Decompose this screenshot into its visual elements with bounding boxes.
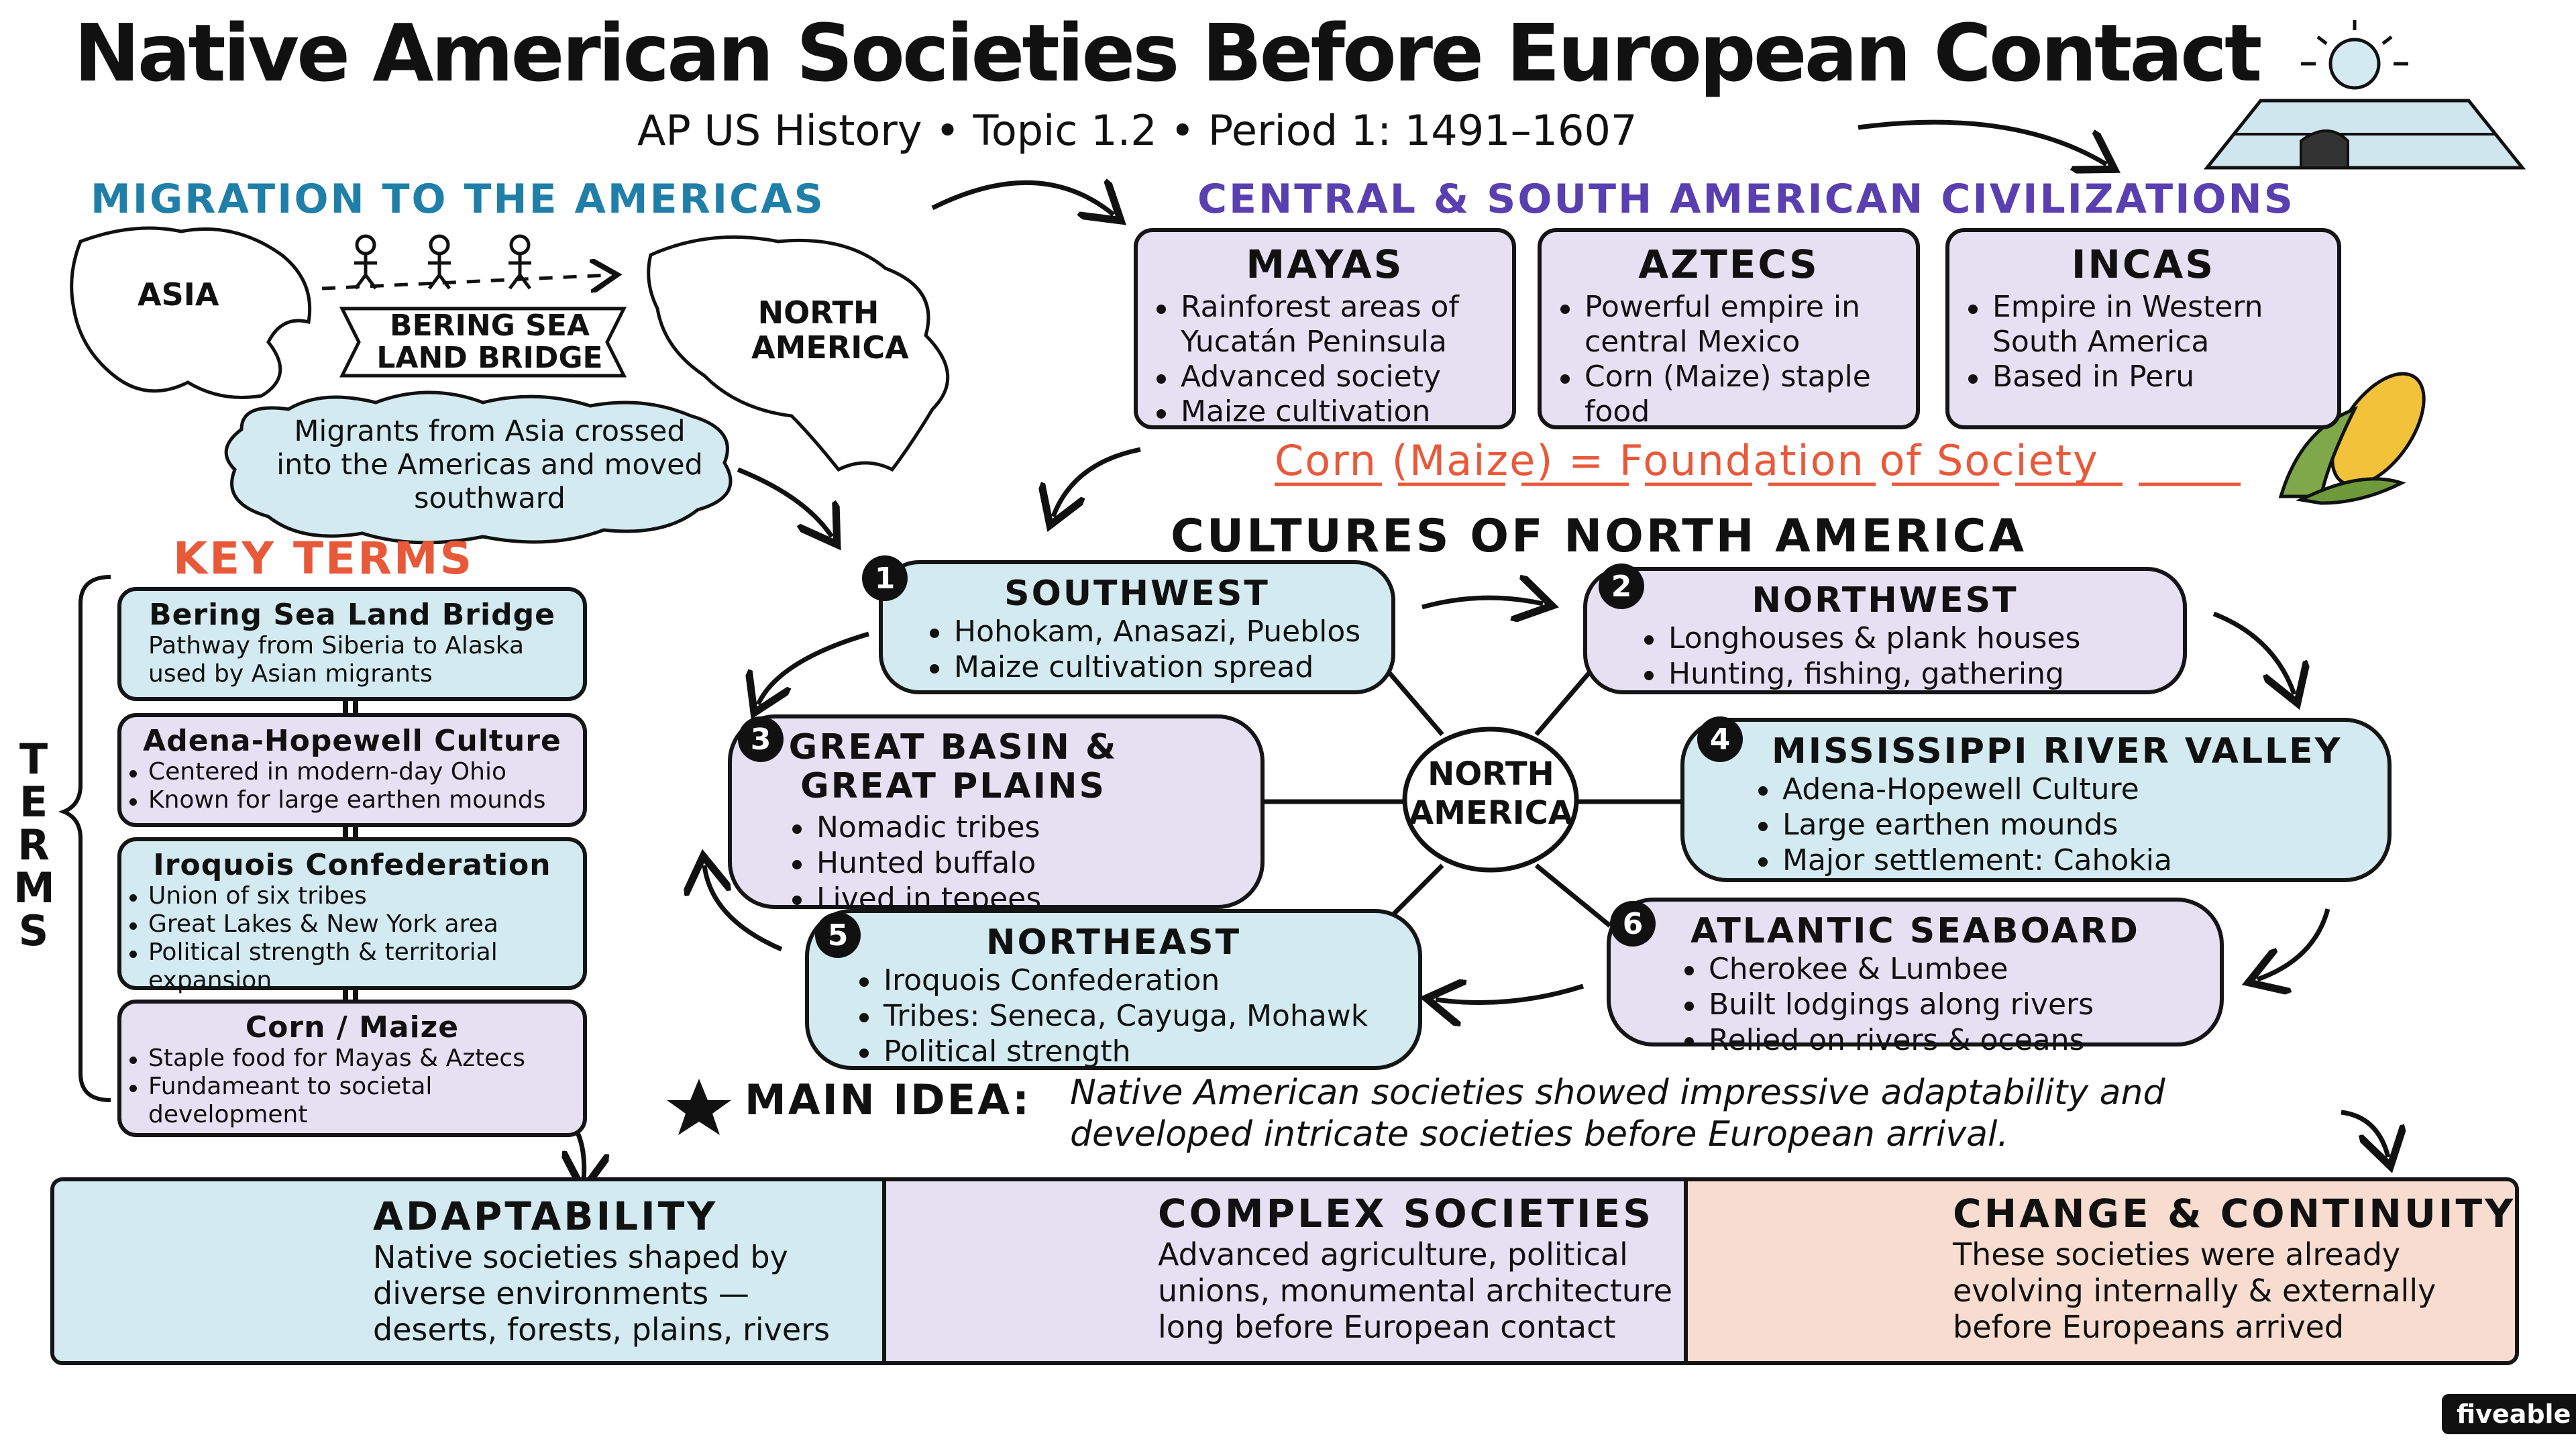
term-title: Adena-Hopewell Culture [143,724,561,758]
term-title: Corn / Maize [245,1010,460,1044]
cultures-heading: CULTURES OF NORTH AMERICA [1171,510,2027,563]
culture-name: NORTHWEST [1752,580,2019,621]
migration-cloud [224,390,733,545]
hub-label: NORTH AMERICA [1409,755,1573,832]
bottom-band: ADAPTABILITY Native societies shaped by … [50,1177,2519,1365]
term-card-bering: Bering Sea Land Bridge Pathway from Sibe… [117,587,587,701]
culture-number: 6 [1610,901,1656,947]
civ-bullet: Advanced society [1150,360,1503,394]
bering-banner [339,307,627,378]
term-bullet: Fundameant to societal development [121,1073,583,1129]
culture-bullet: Built lodgings along rivers [1678,987,2220,1022]
hub-circle [1402,727,1579,873]
culture-southwest: SOUTHWEST Hohokam, Anasazi, Pueblos Maiz… [879,560,1395,694]
main-idea-label: MAIN IDEA: [745,1075,1032,1124]
key-terms-heading: KEY TERMS [173,533,474,584]
culture-number: 3 [738,716,784,762]
culture-bullet: Large earthen mounds [1752,807,2387,843]
culture-name: SOUTHWEST [1004,574,1270,614]
bottom-text: Advanced agriculture, political unions, … [1158,1236,1673,1345]
culture-mississippi: MISSISSIPPI RIVER VALLEY Adena-Hopewell … [1680,718,2392,882]
civ-card-mayas: MAYAS Rainforest areas of Yucatán Penins… [1134,228,1516,429]
term-bullet: Known for large earthen mounds [121,786,583,814]
culture-number: 1 [862,555,908,601]
world-map-sketch [70,226,950,472]
culture-bullet: Maize cultivation spread [923,649,1391,685]
culture-bullet: Cherokee & Lumbee [1678,951,2220,987]
north-america-label: NORTH AMERICA [751,294,909,366]
culture-bullet: Tribes: Seneca, Cayuga, Mohawk [853,998,1418,1034]
culture-bullet: Political strength [853,1034,1418,1069]
culture-bullet: Adena-Hopewell Culture [1752,771,2387,807]
migrant-figures [354,234,531,290]
culture-northeast: NORTHEAST Iroquois Confederation Tribes:… [805,909,1422,1070]
culture-name: GREAT BASIN & GREAT PLAINS [788,727,1118,806]
terms-side-label: TERMS [13,735,55,955]
culture-bullet: Relied on rivers & oceans [1678,1022,2220,1058]
civ-bullet: Powerful empire in central Mexico [1554,290,1907,360]
culture-bullet: Major settlement: Cahokia [1752,843,2387,878]
bottom-title: COMPLEX SOCIETIES [1158,1191,1654,1236]
bering-bridge-label: BERING SEA LAND BRIDGE [376,309,603,375]
flow-arrows [567,119,2388,1181]
culture-name: MISSISSIPPI RIVER VALLEY [1772,731,2343,771]
migration-heading: MIGRATION TO THE AMERICAS [91,176,825,223]
term-bullet: Political strength & territorial expansi… [121,938,583,995]
change-continuity-panel: CHANGE & CONTINUITY These societies were… [1688,1181,2515,1361]
civ-bullet: Corn (Maize) staple food [1554,360,1907,429]
culture-number: 5 [815,912,861,958]
culture-number: 2 [1599,564,1644,609]
bottom-title: CHANGE & CONTINUITY [1953,1191,2516,1236]
culture-number: 4 [1697,716,1743,762]
civ-bullet: Rainforest areas of Yucatán Peninsula [1150,290,1503,360]
bottom-text: Native societies shaped by diverse envir… [373,1239,830,1348]
term-bullet: Union of six tribes [121,882,583,910]
culture-name: NORTHEAST [985,922,1242,963]
culture-bullet: Nomadic tribes [786,810,1260,845]
asia-label: ASIA [138,276,219,313]
complex-societies-panel: COMPLEX SOCIETIES Advanced agriculture, … [886,1181,1688,1361]
civ-bullet: Based in Peru [1962,360,2328,394]
culture-great-basin: GREAT BASIN & GREAT PLAINS Nomadic tribe… [728,714,1265,916]
culture-name: ATLANTIC SEABOARD [1690,911,2140,951]
term-bullet: Staple food for Mayas & Aztecs [121,1044,583,1073]
page-subtitle: AP US History • Topic 1.2 • Period 1: 14… [637,106,1638,155]
term-bullet: Centered in modern-day Ohio [121,758,583,786]
culture-bullet: Hunting, fishing, gathering [1638,656,2183,692]
civ-bullet: Empire in Western South America [1962,290,2328,360]
pyramid-sun-icon [2203,20,2526,170]
culture-bullet: Hohokam, Anasazi, Pueblos [923,614,1391,649]
main-idea-text: Native American societies showed impress… [1070,1073,2165,1155]
bottom-text: These societies were already evolving in… [1953,1236,2436,1345]
term-title: Iroquois Confederation [153,848,551,882]
civ-name: INCAS [2071,241,2216,287]
term-card-adena: Adena-Hopewell Culture Centered in moder… [117,713,587,827]
civ-card-aztecs: AZTECS Powerful empire in central Mexico… [1538,228,1920,429]
star-icon [667,1079,731,1135]
civ-name: AZTECS [1638,241,1819,287]
term-card-iroquois: Iroquois Confederation Union of six trib… [117,837,587,994]
corn-banner: Corn (Maize) = Foundation of Society [1275,436,2099,485]
term-bullet: Great Lakes & New York area [121,910,583,938]
terms-brace [58,575,111,1102]
corn-icon [2278,372,2426,505]
culture-bullet: Longhouses & plank houses [1638,621,2183,656]
bottom-title: ADAPTABILITY [373,1193,718,1239]
civ-name: MAYAS [1246,241,1404,287]
civ-card-incas: INCAS Empire in Western South America Ba… [1945,228,2341,429]
term-card-corn: Corn / Maize Staple food for Mayas & Azt… [117,1000,587,1137]
culture-atlantic: ATLANTIC SEABOARD Cherokee & Lumbee Buil… [1607,898,2224,1057]
culture-northwest: NORTHWEST Longhouses & plank houses Hunt… [1583,567,2187,694]
culture-bullet: Iroquois Confederation [853,963,1418,998]
term-desc: Pathway from Siberia to Alaska used by A… [148,632,525,688]
culture-bullet: Hunted buffalo [786,845,1260,881]
fiveable-logo: fiveable [2442,1394,2576,1434]
term-title: Bering Sea Land Bridge [149,598,555,632]
adaptability-panel: ADAPTABILITY Native societies shaped by … [54,1181,886,1361]
page-title: Native American Societies Before Europea… [74,7,2262,99]
civ-bullet: Maize cultivation [1150,394,1503,429]
civilizations-heading: CENTRAL & SOUTH AMERICAN CIVILIZATIONS [1197,176,2295,223]
migration-cloud-text: Migrants from Asia crossed into the Amer… [276,415,703,515]
hub-spokes [1254,662,1717,928]
